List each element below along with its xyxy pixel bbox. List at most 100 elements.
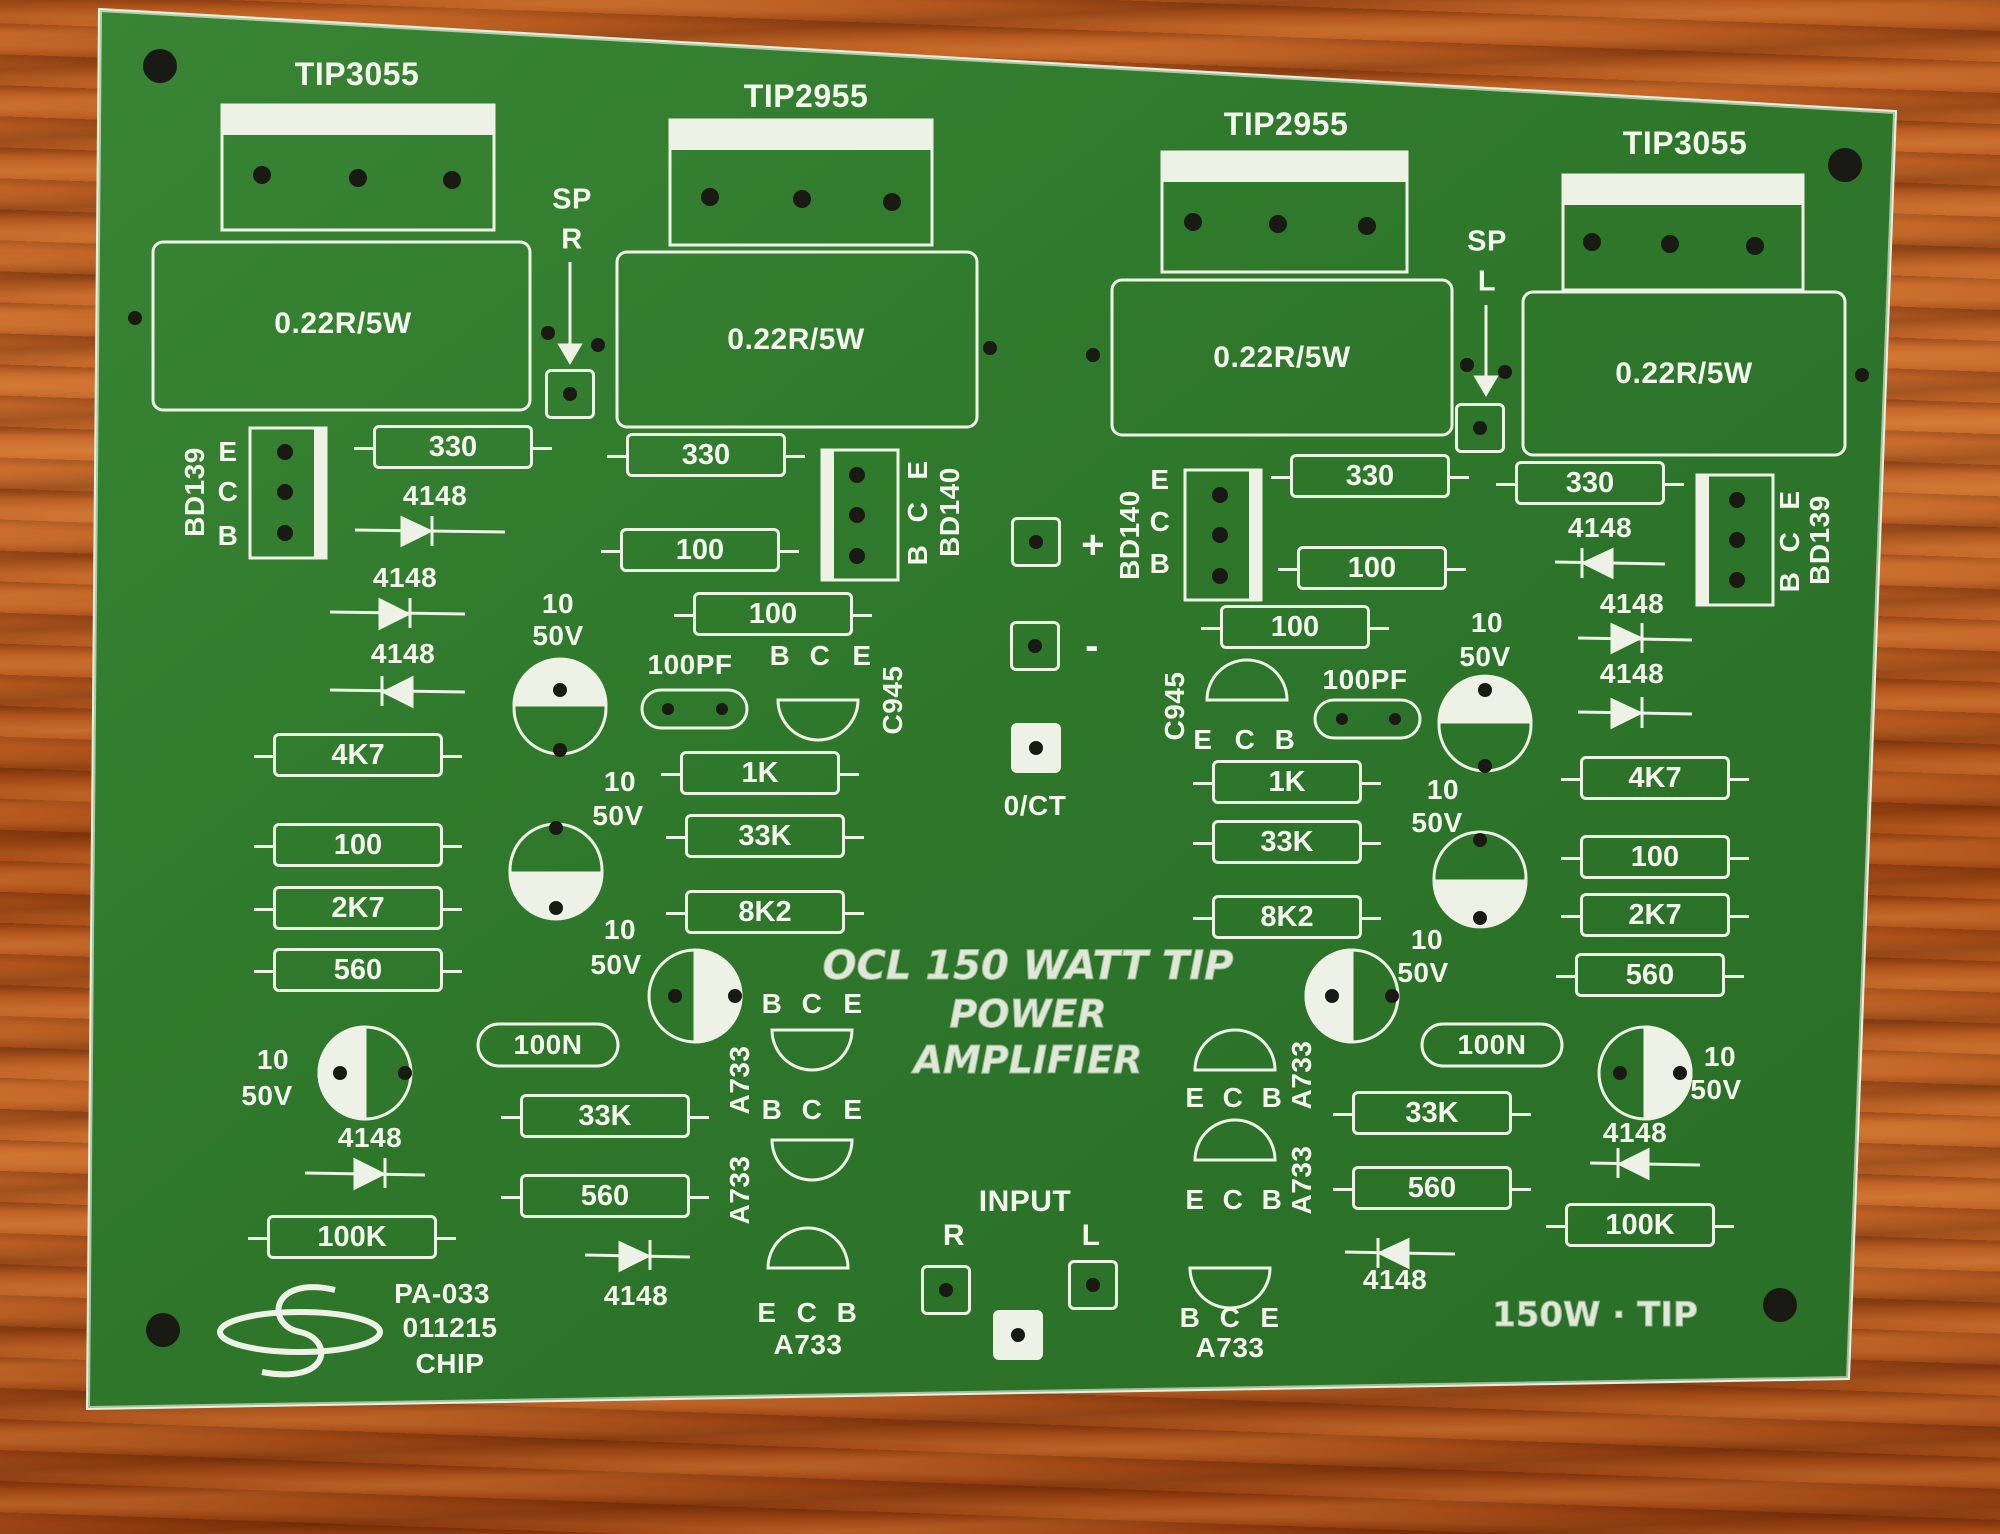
input-label: INPUT bbox=[978, 1185, 1072, 1218]
speaker-l-label: SP bbox=[1467, 225, 1507, 258]
cap-voltage: 50V bbox=[1690, 1074, 1742, 1105]
resistor-100: 100 bbox=[1561, 835, 1749, 879]
input-ground-pad bbox=[993, 1310, 1043, 1360]
tip-label-2: TIP2955 bbox=[743, 78, 869, 114]
cap-voltage: 50V bbox=[592, 800, 644, 831]
pin-b: B bbox=[902, 544, 933, 566]
cap-value: 10 bbox=[1470, 607, 1504, 638]
cap-voltage: 50V bbox=[1459, 641, 1511, 672]
cap-100n-label: 100N bbox=[1457, 1029, 1527, 1060]
pin-e: E bbox=[1774, 490, 1805, 510]
cap-value: 10 bbox=[603, 914, 637, 945]
resistor-100k: 100K bbox=[1546, 1203, 1734, 1247]
pin-e: E bbox=[1185, 1184, 1205, 1215]
mount-hole bbox=[143, 49, 177, 83]
input-l-pad bbox=[1068, 1260, 1118, 1310]
pin-b: B bbox=[836, 1297, 858, 1328]
resistor-100: 100 bbox=[601, 528, 799, 572]
speaker-r-side: R bbox=[561, 223, 583, 256]
cap-value: 10 bbox=[541, 588, 575, 619]
pin-c: C bbox=[801, 1094, 823, 1125]
resistor-100: 100 bbox=[1201, 605, 1389, 649]
manufacturer-logo bbox=[217, 1284, 383, 1378]
board-title-line2: POWER bbox=[949, 992, 1107, 1037]
power-plus-label: + bbox=[1081, 523, 1105, 567]
cap-value: 10 bbox=[1703, 1041, 1737, 1072]
cap-voltage: 50V bbox=[532, 620, 584, 651]
pin-c: C bbox=[1222, 1082, 1244, 1113]
resistor-2k7: 2K7 bbox=[254, 886, 462, 930]
pin-e: E bbox=[843, 1094, 863, 1125]
resistor-330: 330 bbox=[1271, 454, 1469, 498]
cap-value: 10 bbox=[1410, 924, 1444, 955]
pin-c: C bbox=[217, 476, 239, 507]
emitter-resistor-label: 0.22R/5W bbox=[727, 323, 865, 356]
diode-label: 4148 bbox=[370, 638, 436, 669]
pin-e: E bbox=[1150, 464, 1170, 495]
pin-e: E bbox=[852, 640, 872, 671]
resistor-330: 330 bbox=[1496, 461, 1684, 505]
cap-voltage: 50V bbox=[1411, 807, 1463, 838]
ground-pad bbox=[1011, 723, 1061, 773]
pin-b: B bbox=[761, 988, 783, 1019]
resistor-1k: 1K bbox=[661, 751, 859, 795]
transistor-a733: A733 bbox=[724, 1045, 755, 1115]
pin-e: E bbox=[1193, 724, 1213, 755]
pin-b: B bbox=[217, 520, 239, 551]
speaker-r-pad bbox=[545, 369, 595, 419]
cap-100pf-label: 100PF bbox=[1322, 664, 1408, 695]
diode-label: 4148 bbox=[1602, 1117, 1668, 1148]
diode-label: 4148 bbox=[337, 1122, 403, 1153]
resistor-330: 330 bbox=[354, 425, 552, 469]
diode-symbols bbox=[304, 515, 1701, 1273]
input-r-label: R bbox=[942, 1219, 966, 1252]
cap-value: 10 bbox=[1426, 774, 1460, 805]
pin-c: C bbox=[801, 988, 823, 1019]
pin-b: B bbox=[761, 1094, 783, 1125]
speaker-l-pad bbox=[1455, 403, 1505, 453]
power-plus-pad bbox=[1011, 517, 1061, 567]
resistor-33k: 33K bbox=[1333, 1091, 1531, 1135]
board-code-line3: CHIP bbox=[415, 1348, 485, 1379]
pin-c: C bbox=[1149, 506, 1171, 537]
pin-c: C bbox=[1234, 724, 1256, 755]
resistor-8k2: 8K2 bbox=[1193, 895, 1381, 939]
transistor-a733: A733 bbox=[1195, 1332, 1265, 1363]
driver-label-bd139-left: BD139 bbox=[179, 447, 210, 537]
board-code-line2: 011215 bbox=[402, 1312, 498, 1343]
pin-c: C bbox=[809, 640, 831, 671]
pin-b: B bbox=[769, 640, 791, 671]
transistor-c945-right: C945 bbox=[1159, 671, 1190, 741]
driver-label-bd140-left: BD140 bbox=[934, 467, 965, 557]
pin-e: E bbox=[757, 1297, 777, 1328]
cap-100pf-label: 100PF bbox=[647, 649, 733, 680]
emitter-resistor-label: 0.22R/5W bbox=[274, 307, 412, 340]
resistor-4k7: 4K7 bbox=[254, 733, 462, 777]
resistor-560: 560 bbox=[1556, 953, 1744, 997]
emitter-resistor-label: 0.22R/5W bbox=[1213, 341, 1351, 374]
resistor-33k: 33K bbox=[1193, 820, 1381, 864]
power-rating-tag: 150W · TIP bbox=[1492, 1295, 1699, 1336]
resistor-33k: 33K bbox=[666, 814, 864, 858]
driver-label-bd140-right: BD140 bbox=[1114, 490, 1145, 580]
board-title: OCL 150 WATT TIP bbox=[822, 943, 1234, 990]
speaker-r-label: SP bbox=[552, 183, 592, 216]
driver-label-bd139-right: BD139 bbox=[1804, 495, 1835, 585]
pin-b: B bbox=[1261, 1184, 1283, 1215]
diode-label: 4148 bbox=[372, 562, 438, 593]
pin-c: C bbox=[796, 1297, 818, 1328]
pin-b: B bbox=[1179, 1302, 1201, 1333]
board-code-line1: PA-033 bbox=[394, 1278, 490, 1309]
pin-e: E bbox=[1185, 1082, 1205, 1113]
pin-c: C bbox=[1774, 531, 1805, 553]
diode-label: 4148 bbox=[1599, 588, 1665, 619]
pin-c: C bbox=[902, 501, 933, 523]
resistor-560: 560 bbox=[254, 948, 462, 992]
ground-label: 0/CT bbox=[1003, 790, 1067, 821]
power-minus-label: - bbox=[1085, 624, 1099, 668]
tip-label-1: TIP3055 bbox=[294, 56, 420, 92]
mount-hole bbox=[1763, 1288, 1797, 1322]
diode-label: 4148 bbox=[1567, 512, 1633, 543]
power-minus-pad bbox=[1010, 621, 1060, 671]
